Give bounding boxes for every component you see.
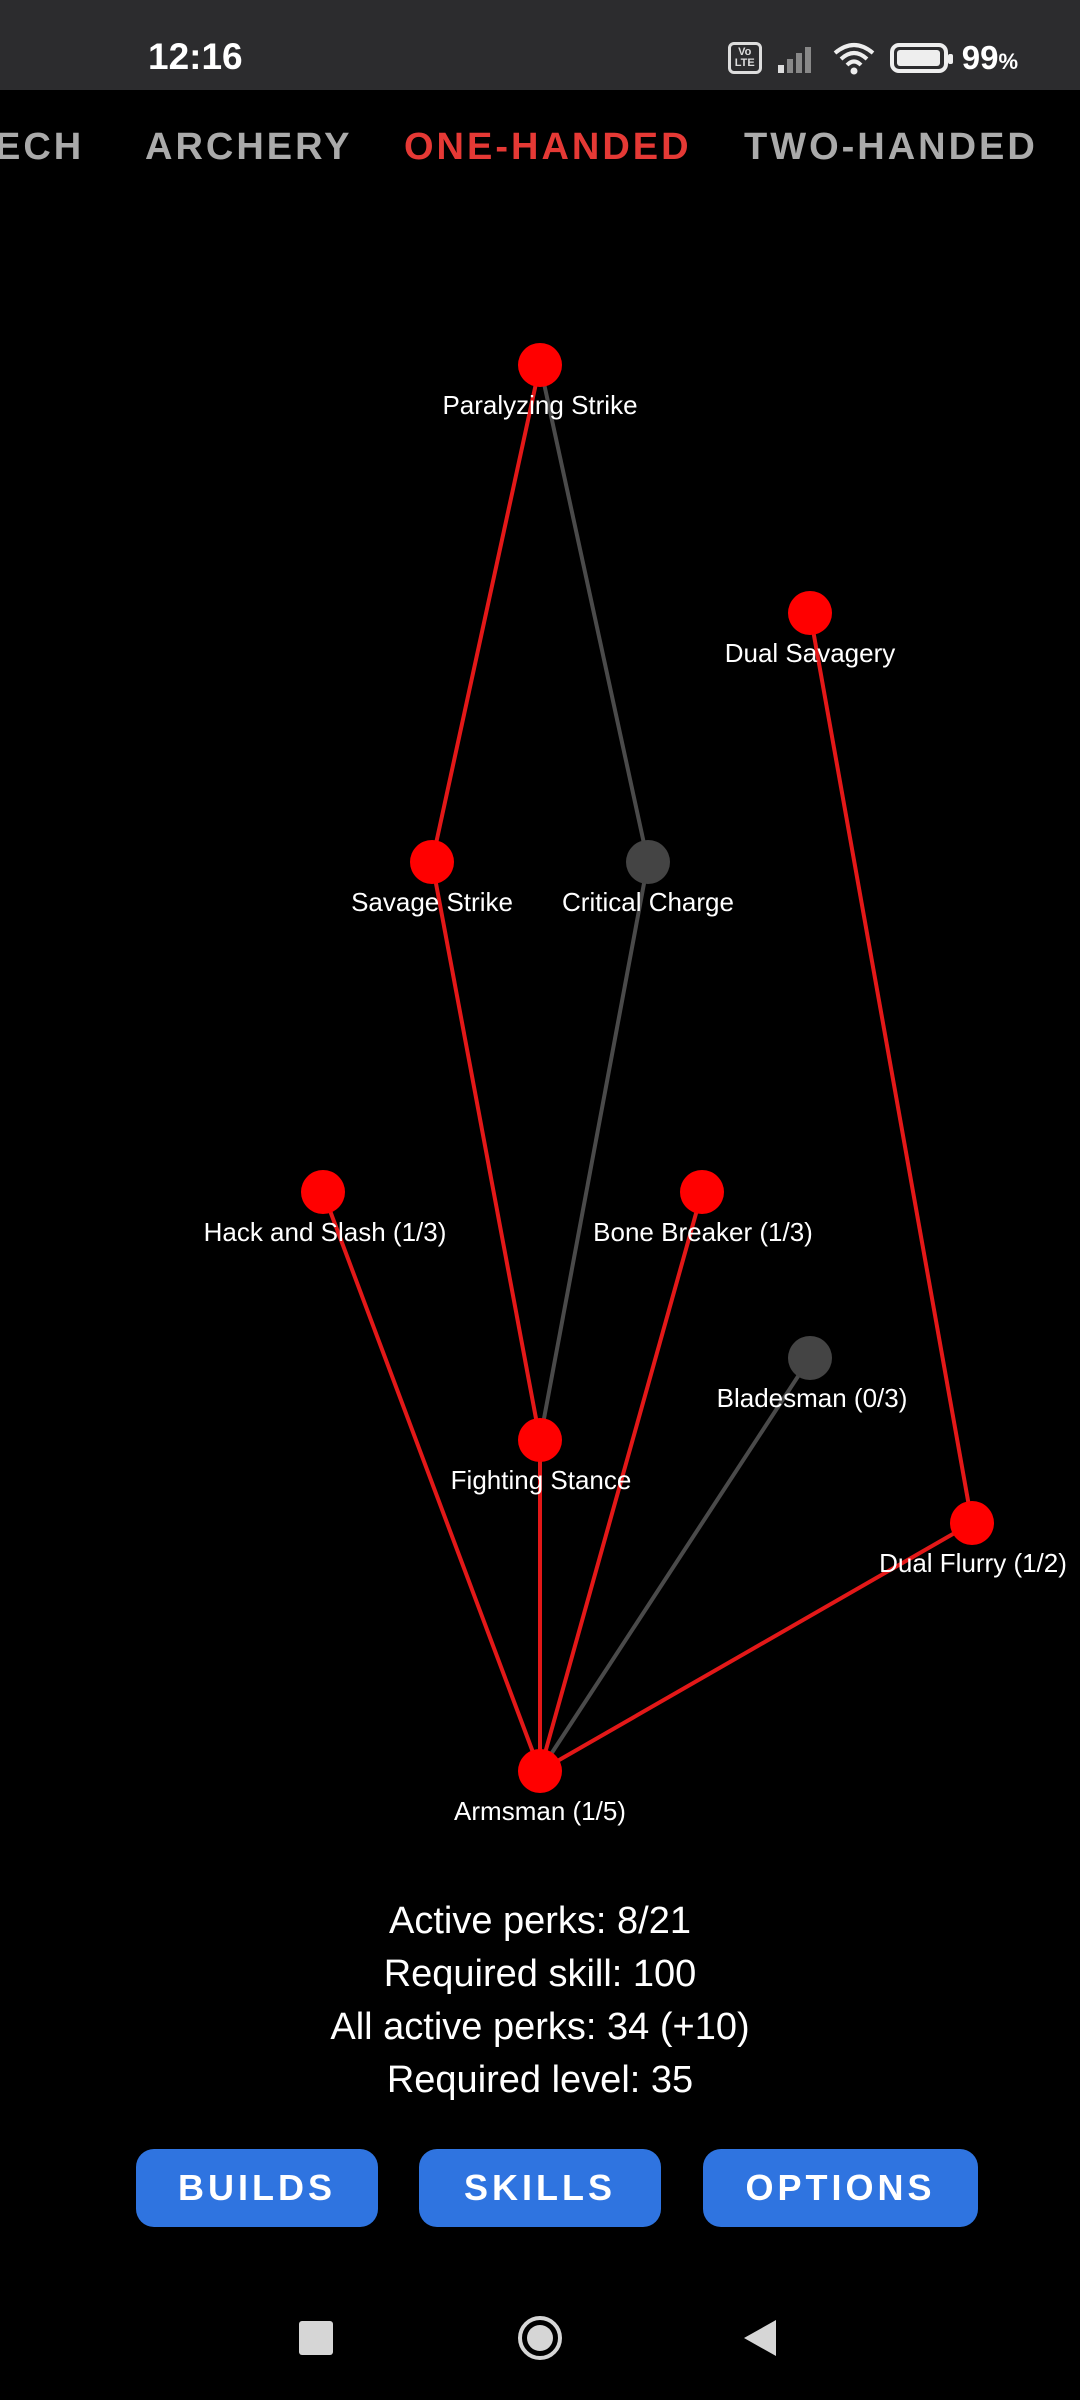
perk-label-dual-flurry: Dual Flurry (1/2) <box>879 1548 1067 1578</box>
perk-connection <box>808 612 974 1524</box>
perk-connection <box>539 1521 973 1773</box>
perk-label-fighting-stance: Fighting Stance <box>450 1465 632 1495</box>
tab-speech[interactable]: ECH <box>0 126 85 168</box>
battery-icon <box>889 43 953 73</box>
perk-node-paralyzing-strike[interactable] <box>518 343 562 387</box>
status-time: 12:16 <box>148 36 243 77</box>
perk-label-armsman: Armsman (1/5) <box>454 1796 626 1826</box>
perk-node-armsman[interactable] <box>518 1749 562 1793</box>
options-button[interactable]: OPTIONS <box>703 2149 978 2227</box>
tab-archery[interactable]: ARCHERY <box>145 126 353 168</box>
tab-one-handed[interactable]: ONE-HANDED <box>404 126 692 168</box>
perk-connection <box>538 1356 812 1773</box>
perk-tree: Paralyzing Strike Dual Savagery Savage S… <box>0 200 1080 1850</box>
wifi-icon <box>833 43 875 75</box>
perk-node-critical-charge[interactable] <box>626 840 670 884</box>
perk-label-dual-savagery: Dual Savagery <box>724 638 896 668</box>
perk-label-hack-and-slash: Hack and Slash (1/3) <box>203 1217 447 1247</box>
active-perks-text: Active perks: 8/21 <box>388 1900 692 1942</box>
perk-connection <box>538 364 650 863</box>
system-nav-bar <box>0 2270 1080 2400</box>
perk-connection <box>430 364 542 863</box>
status-icons: Vo LTE 99% <box>727 38 1018 78</box>
all-active-perks-text: All active perks: 34 (+10) <box>330 2006 750 2048</box>
signal-icon <box>777 47 811 73</box>
triangle-back-icon[interactable] <box>742 2318 778 2358</box>
perk-tree-graph <box>301 343 994 1793</box>
perk-node-dual-flurry[interactable] <box>950 1501 994 1545</box>
perk-connection <box>538 1191 704 1772</box>
skills-button[interactable]: SKILLS <box>419 2149 661 2227</box>
perk-node-fighting-stance[interactable] <box>518 1418 562 1462</box>
circle-icon[interactable] <box>516 2314 564 2362</box>
perk-node-bladesman[interactable] <box>788 1336 832 1380</box>
status-bar: 12:16 Vo LTE 99% <box>0 0 1080 90</box>
perk-label-savage-strike: Savage Strike <box>351 887 513 917</box>
perk-connection <box>538 861 650 1441</box>
perk-label-bladesman: Bladesman (0/3) <box>716 1383 908 1413</box>
perk-stats: Active perks: 8/21 Required skill: 100 A… <box>0 1895 1080 2107</box>
skill-tabs: ECH ARCHERY ONE-HANDED TWO-HANDED <box>0 90 1080 200</box>
perk-node-dual-savagery[interactable] <box>788 591 832 635</box>
square-icon[interactable] <box>299 2321 333 2355</box>
perk-node-savage-strike[interactable] <box>410 840 454 884</box>
perk-node-bone-breaker[interactable] <box>680 1170 724 1214</box>
perk-label-bone-breaker: Bone Breaker (1/3) <box>593 1217 813 1247</box>
volte-icon: Vo LTE <box>727 42 762 74</box>
required-level-text: Required level: 35 <box>386 2059 694 2101</box>
tab-two-handed[interactable]: TWO-HANDED <box>744 126 1038 168</box>
perk-connection <box>321 1191 542 1772</box>
battery-level: 99% <box>961 39 1018 76</box>
perk-label-critical-charge: Critical Charge <box>562 887 734 917</box>
builds-button[interactable]: BUILDS <box>136 2149 378 2227</box>
required-skill-text: Required skill: 100 <box>383 1953 697 1995</box>
perk-label-paralyzing-strike: Paralyzing Strike <box>442 390 638 420</box>
perk-node-hack-and-slash[interactable] <box>301 1170 345 1214</box>
perk-connection <box>430 861 542 1441</box>
